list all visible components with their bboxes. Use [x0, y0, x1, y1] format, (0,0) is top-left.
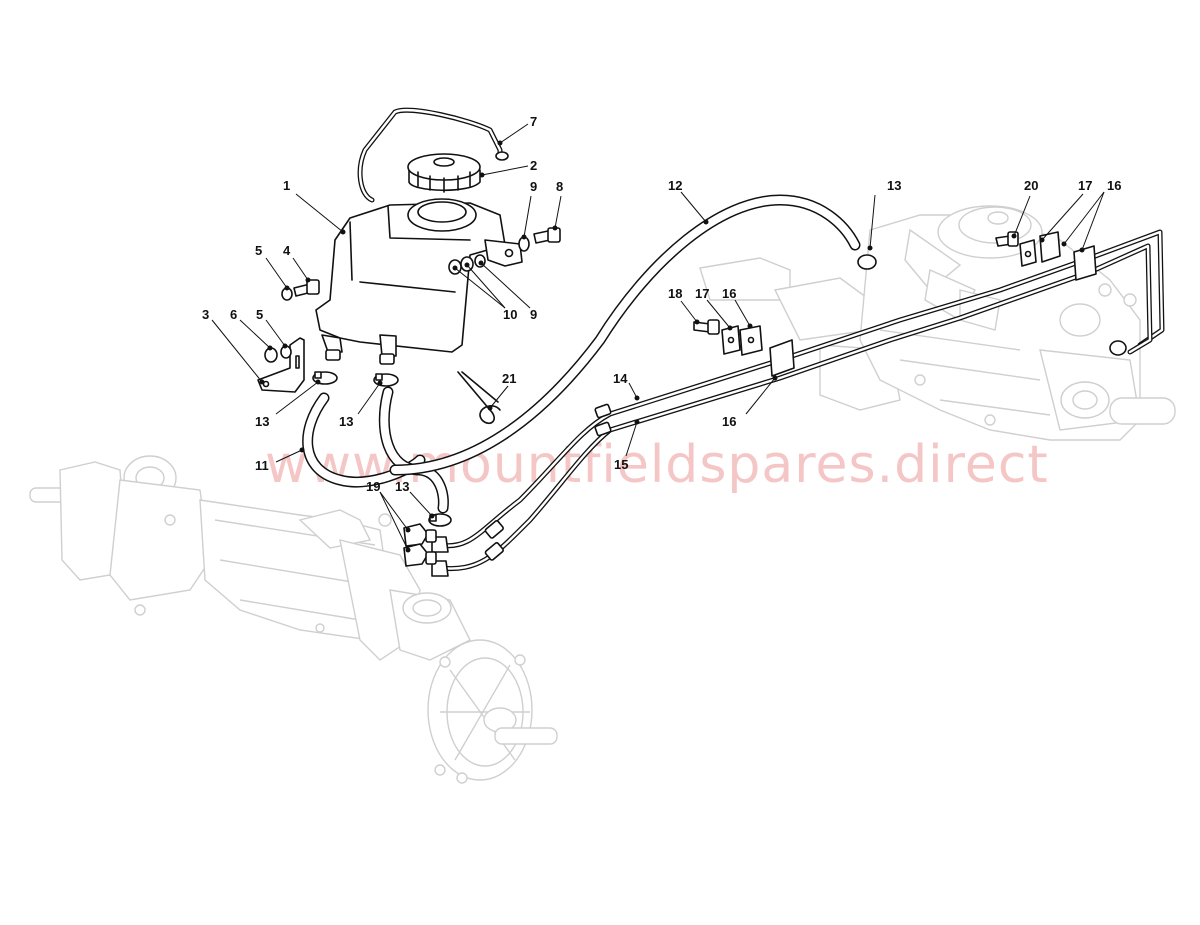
svg-text:19: 19: [366, 479, 380, 494]
svg-text:9: 9: [530, 179, 537, 194]
svg-text:5: 5: [255, 243, 262, 258]
svg-text:9: 9: [530, 307, 537, 322]
svg-text:4: 4: [283, 243, 291, 258]
bolt-4: [293, 279, 320, 297]
svg-text:12: 12: [668, 178, 682, 193]
bolt-18: [693, 319, 720, 335]
callout-9-top: 9: [521, 179, 537, 240]
pipe-end-nut: [1109, 340, 1127, 356]
callout-5-top: 5: [255, 243, 290, 291]
clip-21: [457, 371, 501, 425]
callout-3: 3: [202, 307, 265, 385]
callout-10: 10: [452, 262, 517, 322]
callouts: 1 2 3 4 5 5: [202, 114, 1121, 553]
svg-text:17: 17: [1078, 178, 1092, 193]
callout-8: 8: [552, 179, 563, 231]
callout-16-center-top: 16: [722, 286, 753, 329]
svg-text:7: 7: [530, 114, 537, 129]
callout-11: 11: [255, 447, 305, 473]
callout-15: 15: [614, 419, 640, 472]
callout-16-center-low: 16: [722, 375, 778, 429]
callout-5-low: 5: [256, 307, 288, 349]
svg-text:6: 6: [230, 307, 237, 322]
svg-text:15: 15: [614, 457, 628, 472]
callout-13-mid: 13: [339, 380, 383, 429]
svg-text:13: 13: [339, 414, 353, 429]
hose-12: [389, 194, 861, 476]
reservoir-tank: [315, 198, 523, 365]
callout-9-low: 9: [478, 260, 537, 322]
callout-20: 20: [1011, 178, 1038, 239]
callout-18: 18: [668, 286, 700, 325]
svg-text:17: 17: [695, 286, 709, 301]
svg-text:3: 3: [202, 307, 209, 322]
callout-19: 19: [366, 479, 411, 553]
callout-6: 6: [230, 307, 273, 351]
bolt-8: [533, 227, 561, 244]
clamps-16-17-center: [721, 325, 795, 377]
svg-text:16: 16: [1107, 178, 1121, 193]
svg-text:8: 8: [556, 179, 563, 194]
callout-12: 12: [668, 178, 709, 225]
svg-text:14: 14: [613, 371, 628, 386]
callout-7: 7: [497, 114, 537, 146]
svg-text:2: 2: [530, 158, 537, 173]
callout-14: 14: [613, 371, 640, 401]
svg-text:13: 13: [255, 414, 269, 429]
callout-13-low: 13: [395, 479, 435, 519]
svg-text:21: 21: [502, 371, 516, 386]
bracket-3: [257, 337, 305, 393]
callout-17-right: 17: [1039, 178, 1092, 243]
callout-13-left: 13: [255, 379, 321, 429]
svg-text:11: 11: [255, 458, 269, 473]
fittings-19: [403, 523, 437, 567]
svg-text:20: 20: [1024, 178, 1038, 193]
vent-rod: [357, 107, 509, 203]
svg-text:13: 13: [395, 479, 409, 494]
svg-text:5: 5: [256, 307, 263, 322]
pipe-ferrules: [431, 403, 612, 577]
callout-17-center: 17: [695, 286, 733, 331]
callout-16-right: 16: [1061, 178, 1121, 253]
reservoir-cap: [407, 153, 481, 193]
callout-2: 2: [479, 158, 537, 178]
callout-1: 1: [283, 178, 346, 235]
svg-text:16: 16: [722, 414, 736, 429]
svg-text:18: 18: [668, 286, 682, 301]
clamps-16-17-right: [1019, 231, 1097, 281]
svg-text:10: 10: [503, 307, 517, 322]
svg-text:1: 1: [283, 178, 290, 193]
svg-text:13: 13: [887, 178, 901, 193]
svg-text:16: 16: [722, 286, 736, 301]
callout-4: 4: [283, 243, 311, 283]
ghost-transaxle-right: [699, 205, 1176, 441]
pipe-14: [437, 229, 1165, 549]
callout-21: 21: [487, 371, 516, 411]
ghost-axle-left: [29, 455, 558, 784]
pipe-15: [437, 243, 1153, 572]
callout-13-right: 13: [867, 178, 901, 251]
